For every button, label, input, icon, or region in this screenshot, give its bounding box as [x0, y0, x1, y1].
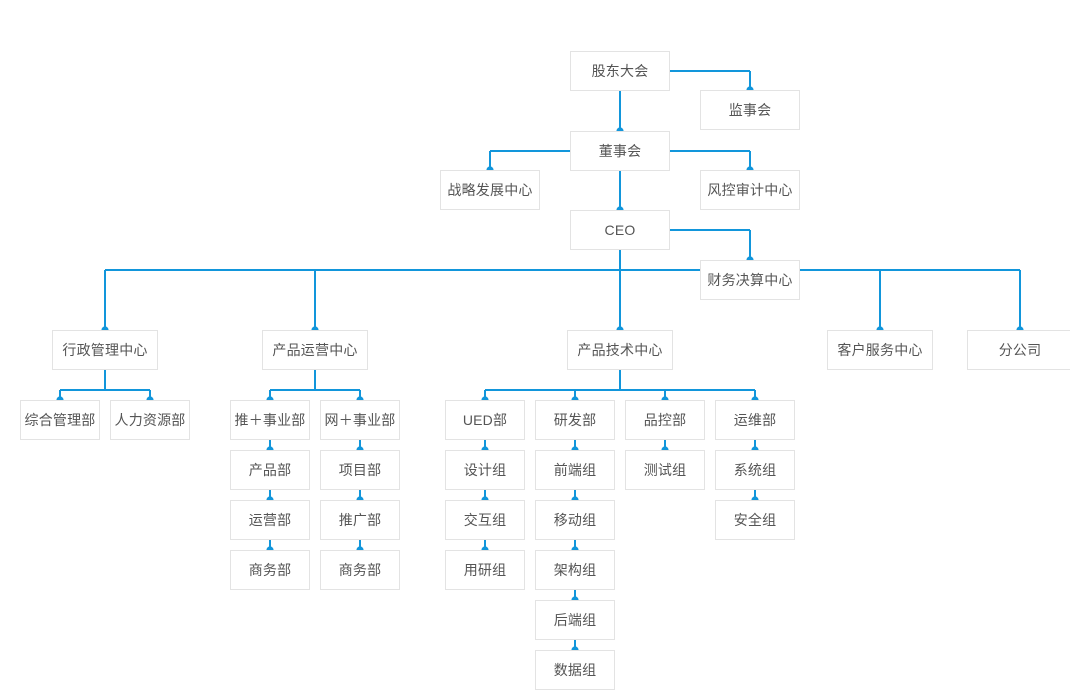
- org-node-n3[interactable]: 董事会: [570, 131, 670, 171]
- org-node-label: 交互组: [463, 512, 507, 528]
- org-node-label: 财务决算中心: [707, 272, 793, 288]
- org-node-n11[interactable]: 客户服务中心: [827, 330, 933, 370]
- org-node-n27[interactable]: 设计组: [445, 450, 525, 490]
- org-node-label: 商务部: [338, 562, 382, 578]
- org-node-label: 数据组: [553, 662, 597, 678]
- org-node-label: 项目部: [338, 462, 382, 478]
- org-node-label: 品控部: [643, 412, 687, 428]
- org-node-label: 测试组: [643, 462, 687, 478]
- org-node-n22[interactable]: 商务部: [320, 550, 400, 590]
- org-node-n36[interactable]: 后端组: [535, 600, 615, 640]
- org-node-label: 股东大会: [591, 63, 649, 79]
- org-node-n26[interactable]: 运维部: [715, 400, 795, 440]
- org-node-label: 客户服务中心: [837, 342, 923, 358]
- org-node-n13[interactable]: 综合管理部: [20, 400, 100, 440]
- org-node-label: 运维部: [733, 412, 777, 428]
- org-node-label: 安全组: [733, 512, 777, 528]
- org-node-n29[interactable]: 测试组: [625, 450, 705, 490]
- org-node-label: 产品部: [248, 462, 292, 478]
- org-node-label: 分公司: [998, 342, 1042, 358]
- org-node-n20[interactable]: 推广部: [320, 500, 400, 540]
- org-node-n10[interactable]: 产品技术中心: [567, 330, 673, 370]
- org-node-label: 战略发展中心: [447, 182, 533, 198]
- org-node-n12[interactable]: 分公司: [967, 330, 1070, 370]
- org-node-label: CEO: [604, 222, 636, 238]
- org-node-n24[interactable]: 研发部: [535, 400, 615, 440]
- org-node-label: 前端组: [553, 462, 597, 478]
- org-node-n17[interactable]: 产品部: [230, 450, 310, 490]
- org-node-n18[interactable]: 项目部: [320, 450, 400, 490]
- org-node-label: 产品运营中心: [272, 342, 358, 358]
- org-node-label: 人力资源部: [114, 412, 186, 428]
- org-node-n15[interactable]: 推＋事业部: [230, 400, 310, 440]
- org-node-n21[interactable]: 商务部: [230, 550, 310, 590]
- org-node-label: 行政管理中心: [62, 342, 148, 358]
- org-node-n28[interactable]: 前端组: [535, 450, 615, 490]
- org-node-label: 监事会: [728, 102, 772, 118]
- org-node-n34[interactable]: 用研组: [445, 550, 525, 590]
- org-node-n35[interactable]: 架构组: [535, 550, 615, 590]
- org-node-n5[interactable]: 风控审计中心: [700, 170, 800, 210]
- org-node-n2[interactable]: 监事会: [700, 90, 800, 130]
- org-node-label: 综合管理部: [24, 412, 96, 428]
- org-node-n25[interactable]: 品控部: [625, 400, 705, 440]
- org-node-label: 架构组: [553, 562, 597, 578]
- org-node-n30[interactable]: 系统组: [715, 450, 795, 490]
- org-node-label: 研发部: [553, 412, 597, 428]
- org-node-label: 商务部: [248, 562, 292, 578]
- org-node-label: 系统组: [733, 462, 777, 478]
- org-node-label: 推＋事业部: [234, 412, 306, 428]
- org-node-n23[interactable]: UED部: [445, 400, 525, 440]
- org-node-n8[interactable]: 行政管理中心: [52, 330, 158, 370]
- org-node-n9[interactable]: 产品运营中心: [262, 330, 368, 370]
- org-node-label: 风控审计中心: [707, 182, 793, 198]
- org-node-n7[interactable]: 财务决算中心: [700, 260, 800, 300]
- org-node-n4[interactable]: 战略发展中心: [440, 170, 540, 210]
- org-node-label: 用研组: [463, 562, 507, 578]
- org-node-label: 产品技术中心: [577, 342, 663, 358]
- org-node-n1[interactable]: 股东大会: [570, 51, 670, 91]
- org-node-n31[interactable]: 交互组: [445, 500, 525, 540]
- org-node-n19[interactable]: 运营部: [230, 500, 310, 540]
- org-node-n32[interactable]: 移动组: [535, 500, 615, 540]
- org-node-n37[interactable]: 数据组: [535, 650, 615, 690]
- org-node-label: 网＋事业部: [324, 412, 396, 428]
- org-node-n16[interactable]: 网＋事业部: [320, 400, 400, 440]
- org-node-label: 推广部: [338, 512, 382, 528]
- org-node-label: 设计组: [463, 462, 507, 478]
- org-node-n6[interactable]: CEO: [570, 210, 670, 250]
- org-node-label: 董事会: [598, 143, 642, 159]
- org-node-n14[interactable]: 人力资源部: [110, 400, 190, 440]
- org-node-label: 移动组: [553, 512, 597, 528]
- org-node-n33[interactable]: 安全组: [715, 500, 795, 540]
- org-node-label: UED部: [462, 412, 508, 428]
- org-node-label: 后端组: [553, 612, 597, 628]
- org-node-label: 运营部: [248, 512, 292, 528]
